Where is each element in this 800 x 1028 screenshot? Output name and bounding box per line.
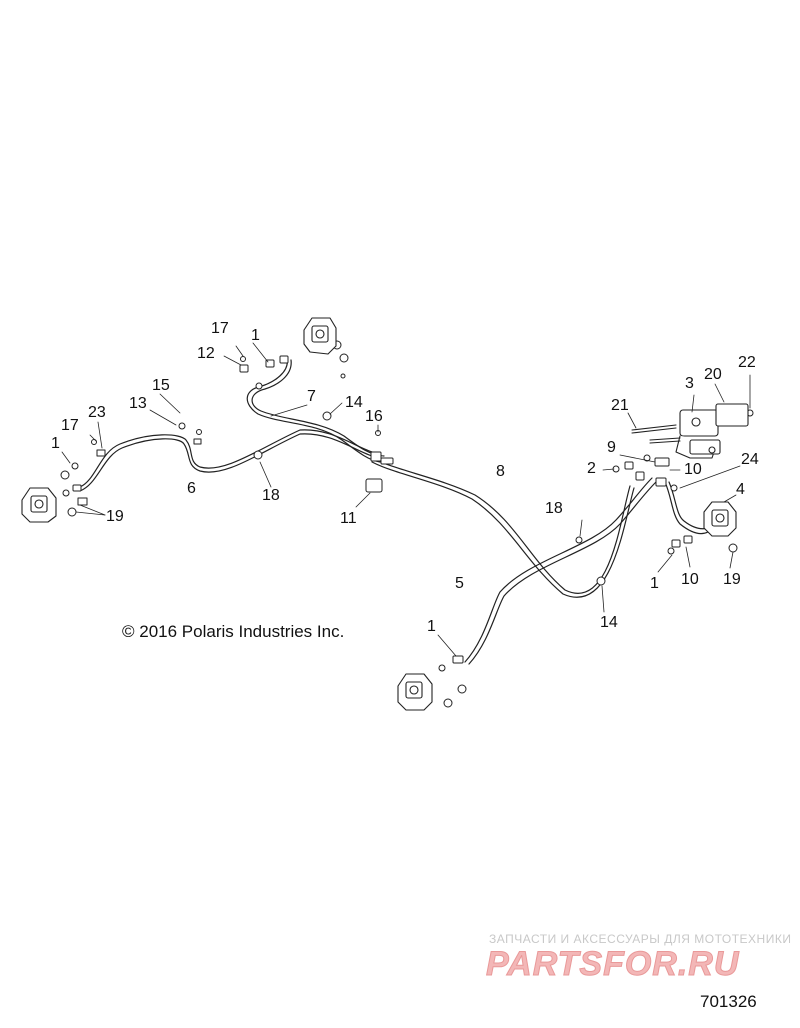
callout-11: 11 (340, 510, 357, 527)
callout-2: 2 (587, 460, 596, 477)
callout-17-top: 17 (211, 320, 229, 337)
leader-lines (61, 342, 751, 657)
callout-4: 4 (736, 481, 745, 498)
callout-24: 24 (741, 451, 759, 468)
callout-1-bottom: 1 (427, 618, 436, 635)
brake-line-4 (664, 481, 709, 535)
brake-line-5 (464, 477, 657, 665)
callout-18-left: 18 (262, 487, 280, 504)
callout-10-bottom: 10 (681, 571, 699, 588)
master-cylinder (631, 403, 749, 459)
callout-1-left: 1 (51, 435, 60, 452)
callout-18-right: 18 (545, 500, 563, 517)
callout-20: 20 (704, 366, 722, 383)
callout-17-left: 17 (61, 417, 79, 434)
callout-9: 9 (607, 439, 616, 456)
callout-14-bottom: 14 (600, 614, 618, 631)
callout-10-top: 10 (684, 461, 702, 478)
callout-23: 23 (88, 404, 106, 421)
callout-7: 7 (307, 388, 316, 405)
callout-21: 21 (611, 397, 629, 414)
caliper-rear-right (703, 501, 737, 537)
figure-number: 701326 (700, 992, 757, 1011)
callout-5: 5 (455, 575, 464, 592)
callout-1-top: 1 (251, 327, 260, 344)
caliper-rear-left (397, 673, 433, 711)
callout-15: 15 (152, 377, 170, 394)
callout-12: 12 (197, 345, 215, 362)
watermark-logo: PARTSFOR.RU (485, 945, 740, 984)
callout-13: 13 (129, 395, 147, 412)
callout-19-left: 19 (106, 508, 124, 525)
callout-1-right: 1 (650, 575, 659, 592)
brake-line-8 (371, 457, 635, 598)
callout-14-top: 14 (345, 394, 363, 411)
caliper-left-front (21, 487, 57, 523)
callout-19-right: 19 (723, 571, 741, 588)
callout-22: 22 (738, 354, 756, 371)
callout-6: 6 (187, 480, 196, 497)
brake-line-7 (246, 357, 385, 463)
copyright-notice: © 2016 Polaris Industries Inc. (122, 622, 345, 641)
callout-16: 16 (365, 408, 383, 425)
watermark-tagline: ЗАПЧАСТИ И АКСЕССУАРЫ ДЛЯ МОТОТЕХНИКИ (489, 932, 792, 946)
callout-8: 8 (496, 463, 505, 480)
brake-line-6 (79, 429, 373, 492)
caliper-right-front (303, 317, 337, 355)
callout-3: 3 (685, 375, 694, 392)
fittings (60, 340, 754, 708)
